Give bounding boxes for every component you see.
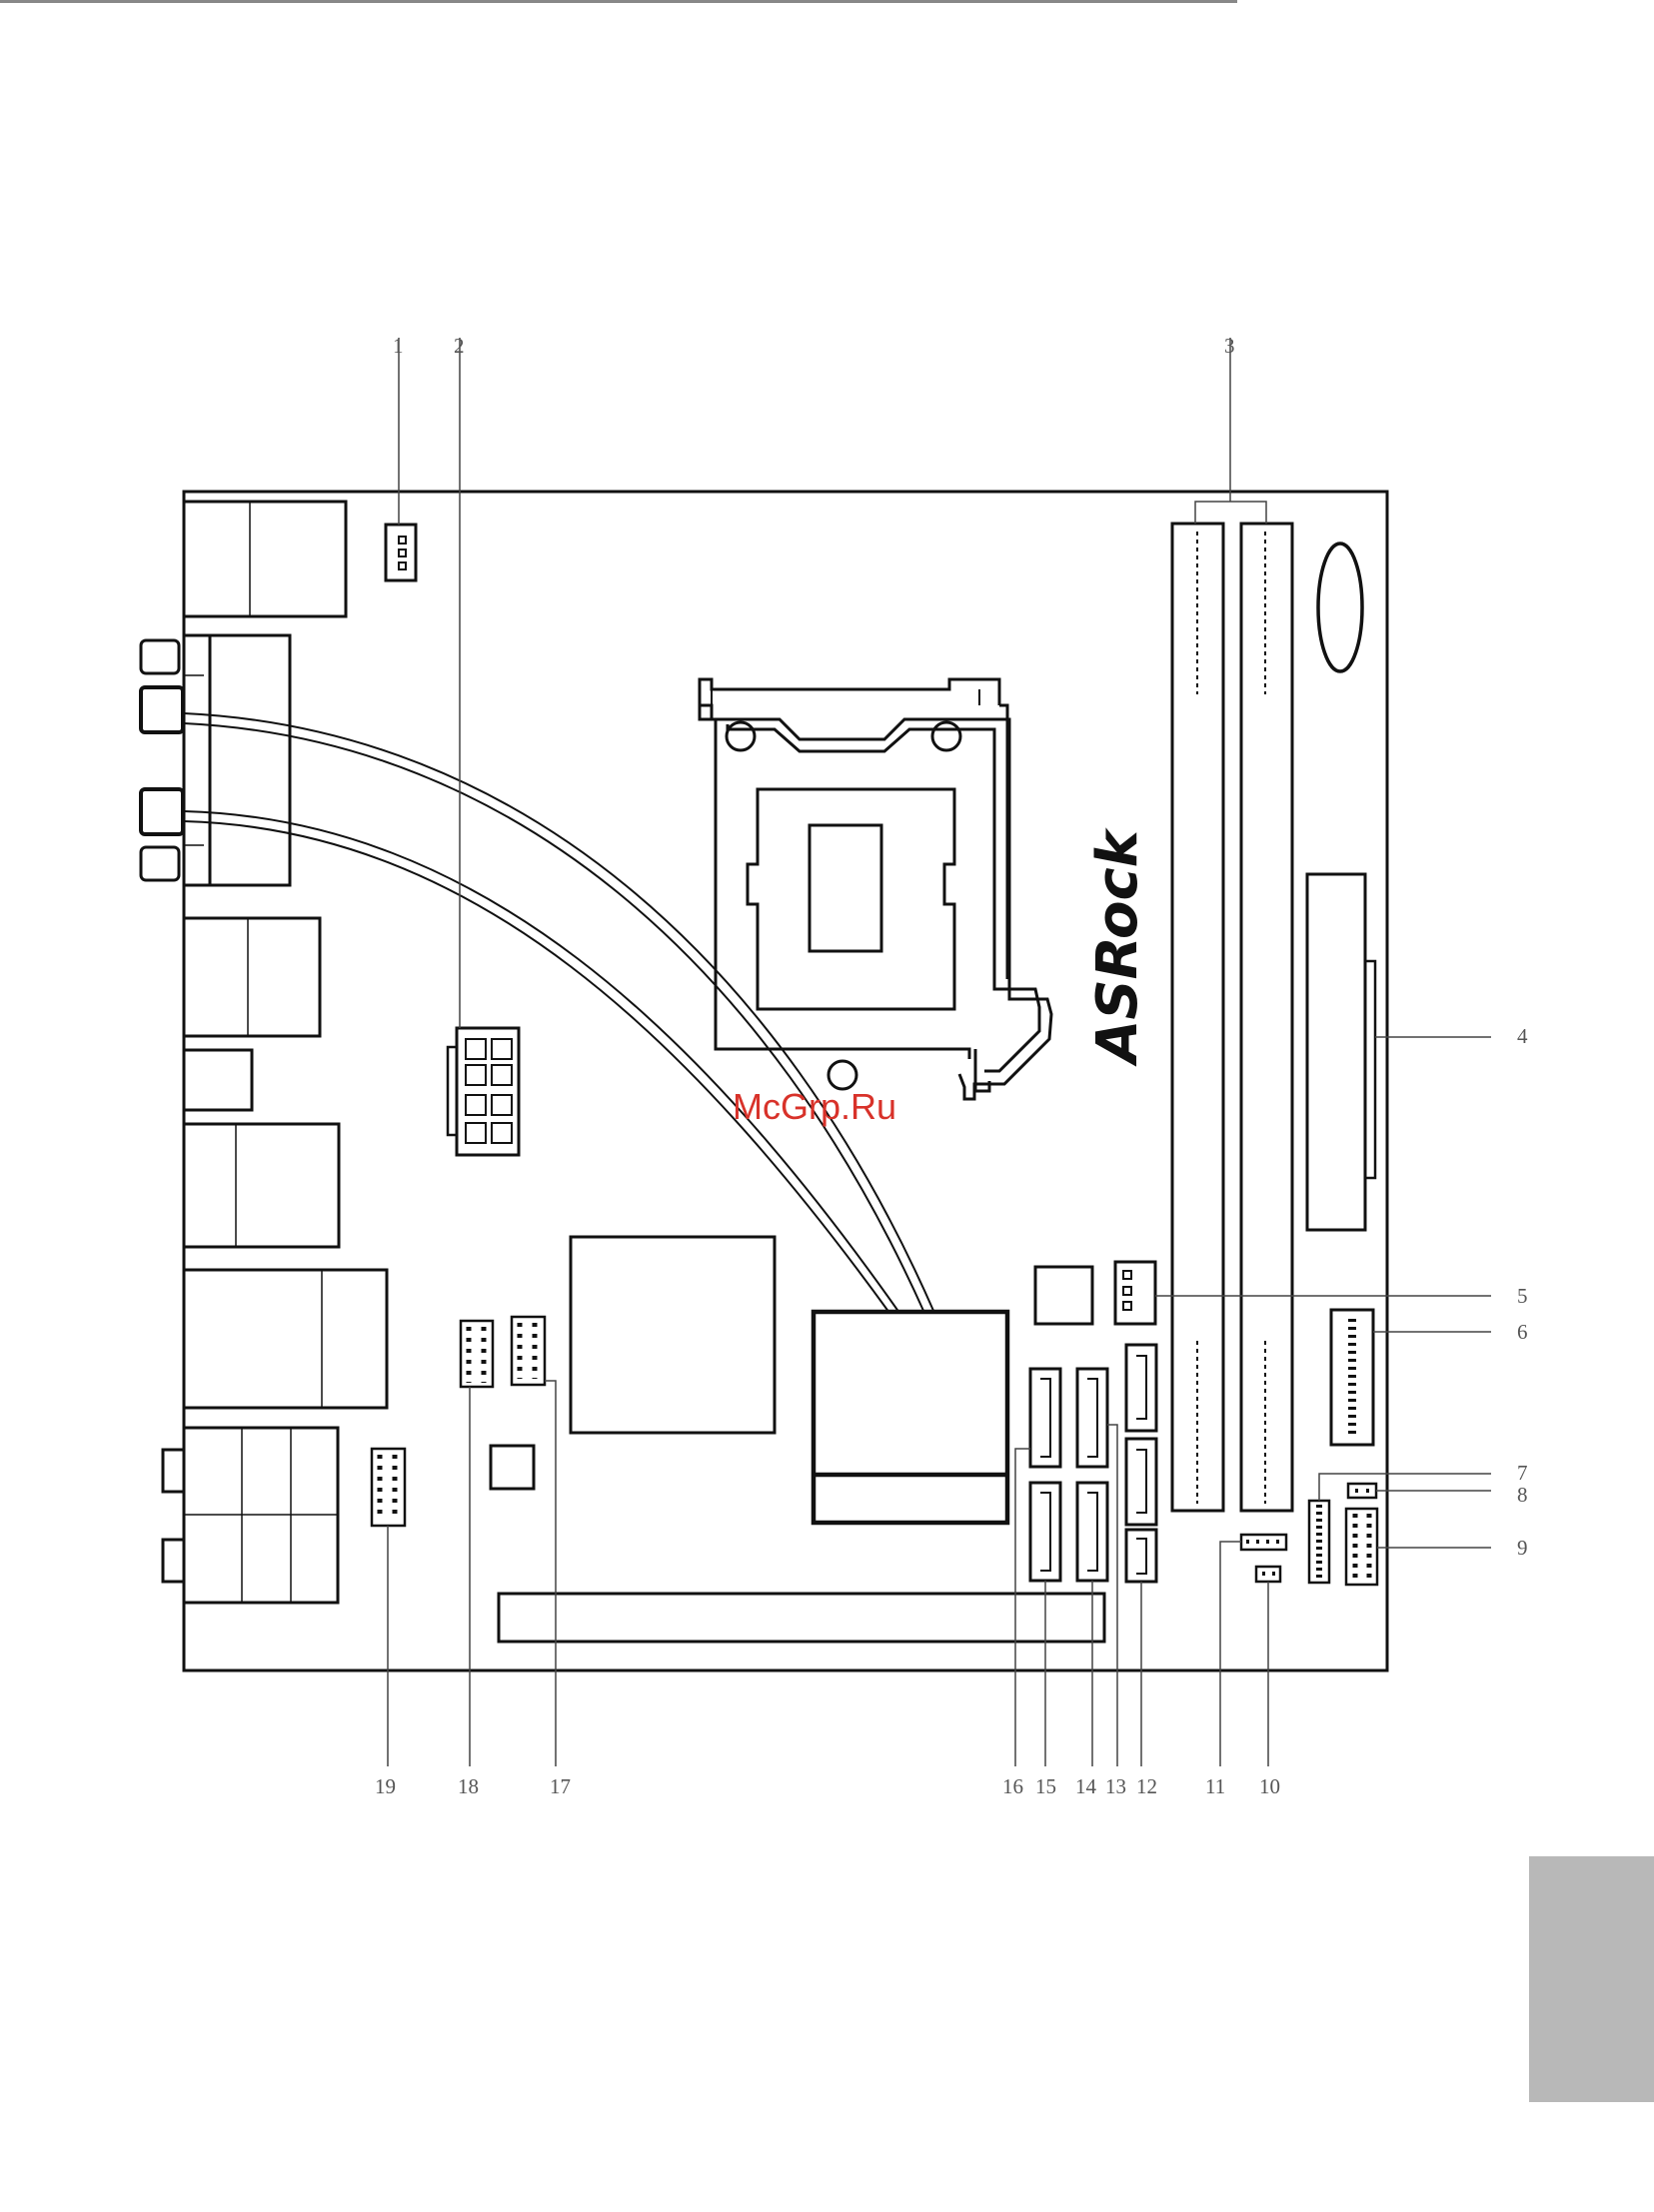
callout-8: 8 <box>1517 1483 1528 1507</box>
callout-7: 7 <box>1517 1461 1528 1485</box>
io-controller-chip <box>571 1237 775 1433</box>
header-18 <box>461 1321 493 1387</box>
sata-port-14-upper <box>1077 1369 1107 1467</box>
callout-17: 17 <box>550 1774 571 1798</box>
mini-pcie-slot <box>1307 874 1375 1230</box>
rear-io-usb-1 <box>184 918 320 1036</box>
asrock-logo: ASRock <box>1085 826 1150 1067</box>
rear-io-audio-jacks <box>163 1428 338 1603</box>
callout-19: 19 <box>375 1774 396 1798</box>
chipset <box>814 1312 1007 1523</box>
dimm-slot-a <box>1172 524 1223 1511</box>
small-square-chip <box>491 1446 534 1489</box>
rear-io-lan <box>184 1270 387 1408</box>
rear-io-usb-2 <box>184 1124 339 1247</box>
callout-9: 9 <box>1517 1536 1528 1560</box>
antenna-cables <box>184 713 934 1313</box>
sata-port-15 <box>1030 1483 1060 1581</box>
callout-numbers: 1 2 3 4 5 6 7 8 9 10 11 12 13 14 15 16 1… <box>375 334 1528 1798</box>
atx-12v-power-connector <box>448 1028 519 1155</box>
watermark-text: McGrp.Ru <box>733 1086 896 1127</box>
callout-5: 5 <box>1517 1284 1528 1308</box>
callout-11: 11 <box>1205 1774 1225 1798</box>
callout-10: 10 <box>1259 1774 1280 1798</box>
callout-18: 18 <box>458 1774 479 1798</box>
header-11 <box>1241 1535 1286 1550</box>
chassis-fan-connector <box>1115 1262 1155 1324</box>
cpu-fan-connector <box>386 525 416 580</box>
callout-6: 6 <box>1517 1320 1528 1344</box>
callout-1: 1 <box>393 334 404 358</box>
rear-io-small-port <box>184 1050 252 1110</box>
system-panel-header <box>1309 1501 1329 1583</box>
callout-15: 15 <box>1035 1774 1056 1798</box>
callout-4: 4 <box>1517 1024 1528 1048</box>
callout-14: 14 <box>1075 1774 1097 1798</box>
cmos-battery <box>1318 544 1362 671</box>
front-audio-header <box>372 1449 405 1526</box>
rear-io-top-port <box>184 502 346 616</box>
usb-header-front <box>1346 1509 1377 1585</box>
callout-16: 16 <box>1002 1774 1023 1798</box>
header-17 <box>512 1317 545 1385</box>
sata-port-14-lower <box>1077 1483 1107 1581</box>
clear-cmos-jumper <box>1348 1484 1376 1498</box>
pcie-slot <box>499 1594 1104 1642</box>
callout-13: 13 <box>1105 1774 1126 1798</box>
callout-leader-lines <box>388 338 1491 1766</box>
atx-power-connector <box>1331 1310 1373 1445</box>
board-outline <box>184 492 1387 1670</box>
cpu-socket <box>700 679 1051 1099</box>
antenna-connectors <box>141 635 290 885</box>
callout-12: 12 <box>1136 1774 1157 1798</box>
dimm-slot-b <box>1241 524 1292 1511</box>
sata-connectors <box>1030 1345 1156 1582</box>
small-controller-chip <box>1035 1267 1092 1324</box>
sata-port-16 <box>1030 1369 1060 1467</box>
jumper-header-10 <box>1256 1567 1280 1582</box>
callout-3: 3 <box>1224 334 1235 358</box>
callout-2: 2 <box>454 334 465 358</box>
